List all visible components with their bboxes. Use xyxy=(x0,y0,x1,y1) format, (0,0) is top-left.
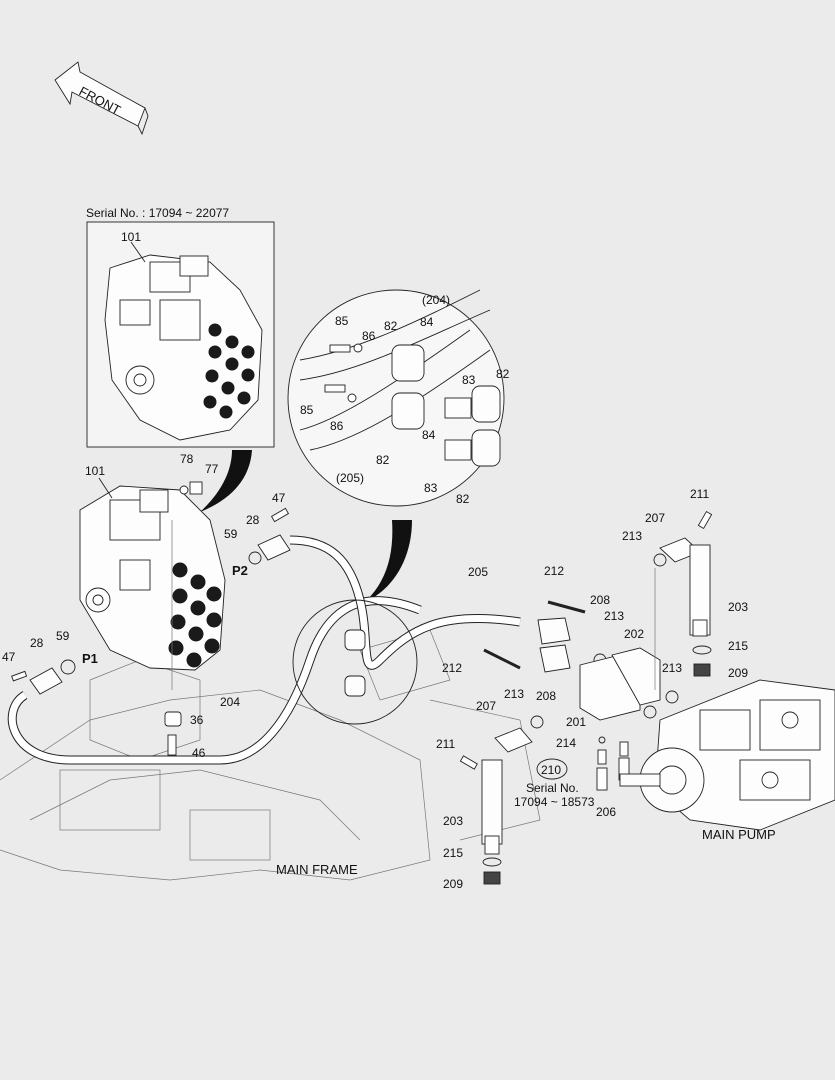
callout-46: 46 xyxy=(192,746,206,760)
callout-213-b: 213 xyxy=(504,687,524,701)
callout-209-bot: 209 xyxy=(443,877,463,891)
callout-208-top: 208 xyxy=(590,593,610,607)
hose-203-lower: 207 211 203 215 209 xyxy=(436,699,533,891)
detail-86a: 86 xyxy=(362,329,376,343)
callout-212-mid: 212 xyxy=(442,661,462,675)
detail-85a: 85 xyxy=(335,314,349,328)
inset-pointer xyxy=(200,450,252,512)
control-valve-inset xyxy=(104,254,263,441)
callout-213-c: 213 xyxy=(662,661,682,675)
callout-28-top: 28 xyxy=(246,513,260,527)
blocks-201-202: 202 201 213 xyxy=(566,627,682,729)
callout-201: 201 xyxy=(566,715,586,729)
callout-207-top: 207 xyxy=(645,511,665,525)
callout-214: 214 xyxy=(556,736,576,750)
callout-215-top: 215 xyxy=(728,639,748,653)
callout-207-mid: 207 xyxy=(476,699,496,713)
hose-clamp-zoom-circle xyxy=(292,599,418,725)
detail-84a: 84 xyxy=(420,315,434,329)
callout-204: 204 xyxy=(220,695,240,709)
callout-211-top: 211 xyxy=(690,487,709,501)
detail-pointer xyxy=(365,520,412,602)
callout-47-top: 47 xyxy=(272,491,286,505)
callout-77: 77 xyxy=(205,462,219,476)
callout-78: 78 xyxy=(180,452,194,466)
detail-circle: (204) 85 86 82 84 85 86 84 82 83 82 (205… xyxy=(287,289,510,507)
callout-213-d: 213 xyxy=(622,529,642,543)
callout-28-left: 28 xyxy=(30,636,44,650)
main-frame: MAIN FRAME xyxy=(0,629,541,881)
detail-84b: 84 xyxy=(422,428,436,442)
callout-36: 36 xyxy=(190,713,204,727)
callout-205: 205 xyxy=(468,565,488,579)
callout-208-mid: 208 xyxy=(536,689,556,703)
main-pump-label: MAIN PUMP xyxy=(702,827,776,842)
callout-215-bot: 215 xyxy=(443,846,463,860)
p1-connector: 28 59 47 P1 xyxy=(2,629,98,695)
serial-box-title: Serial No. : 17094 ~ 22077 xyxy=(86,206,229,220)
callout-101-inset: 101 xyxy=(121,230,141,244)
callout-213-a: 213 xyxy=(604,609,624,623)
detail-82a: 82 xyxy=(384,319,398,333)
callout-203-top: 203 xyxy=(728,600,748,614)
callout-212-top: 212 xyxy=(544,564,564,578)
callout-206: 206 xyxy=(596,805,616,819)
callout-203-bot: 203 xyxy=(443,814,463,828)
serial-note-line1: Serial No. xyxy=(526,781,579,795)
main-frame-label: MAIN FRAME xyxy=(276,862,358,877)
callout-59-top: 59 xyxy=(224,527,238,541)
hose-204: 204 xyxy=(7,596,422,765)
p2-connector: 47 28 59 P2 xyxy=(224,491,291,578)
serial-note-line2: 17094 ~ 18573 xyxy=(514,795,595,809)
detail-83a: 83 xyxy=(462,373,476,387)
detail-82b: 82 xyxy=(376,453,390,467)
port-p1: P1 xyxy=(82,651,98,666)
callout-209-top: 209 xyxy=(728,666,748,680)
detail-205: (205) xyxy=(336,471,364,485)
callout-202: 202 xyxy=(624,627,644,641)
detail-85b: 85 xyxy=(300,403,314,417)
detail-204: (204) xyxy=(422,293,450,307)
front-arrow: FRONT xyxy=(54,61,149,136)
detail-83b: 83 xyxy=(424,481,438,495)
mount-parts: 36 46 xyxy=(164,711,206,760)
fittings-212-208: 212 208 213 212 208 213 xyxy=(442,564,624,729)
control-valve: 101 78 77 xyxy=(79,452,226,690)
callout-210: 210 xyxy=(541,763,561,777)
detail-86b: 86 xyxy=(330,419,344,433)
main-pump: MAIN PUMP xyxy=(619,679,835,842)
detail-82c: 82 xyxy=(496,367,510,381)
fittings-214-206-210: 214 206 210 Serial No. 17094 ~ 18573 xyxy=(514,736,630,819)
callout-59-left: 59 xyxy=(56,629,70,643)
hose-203-upper: 211 207 213 203 215 209 xyxy=(622,487,748,690)
port-p2: P2 xyxy=(232,563,248,578)
detail-82d: 82 xyxy=(456,492,470,506)
hose-205: 205 xyxy=(289,535,521,670)
callout-47-left: 47 xyxy=(2,650,16,664)
callout-211-mid: 211 xyxy=(436,737,455,751)
callout-101: 101 xyxy=(85,464,105,478)
serial-inset-box: Serial No. : 17094 ~ 22077 101 xyxy=(86,206,275,448)
